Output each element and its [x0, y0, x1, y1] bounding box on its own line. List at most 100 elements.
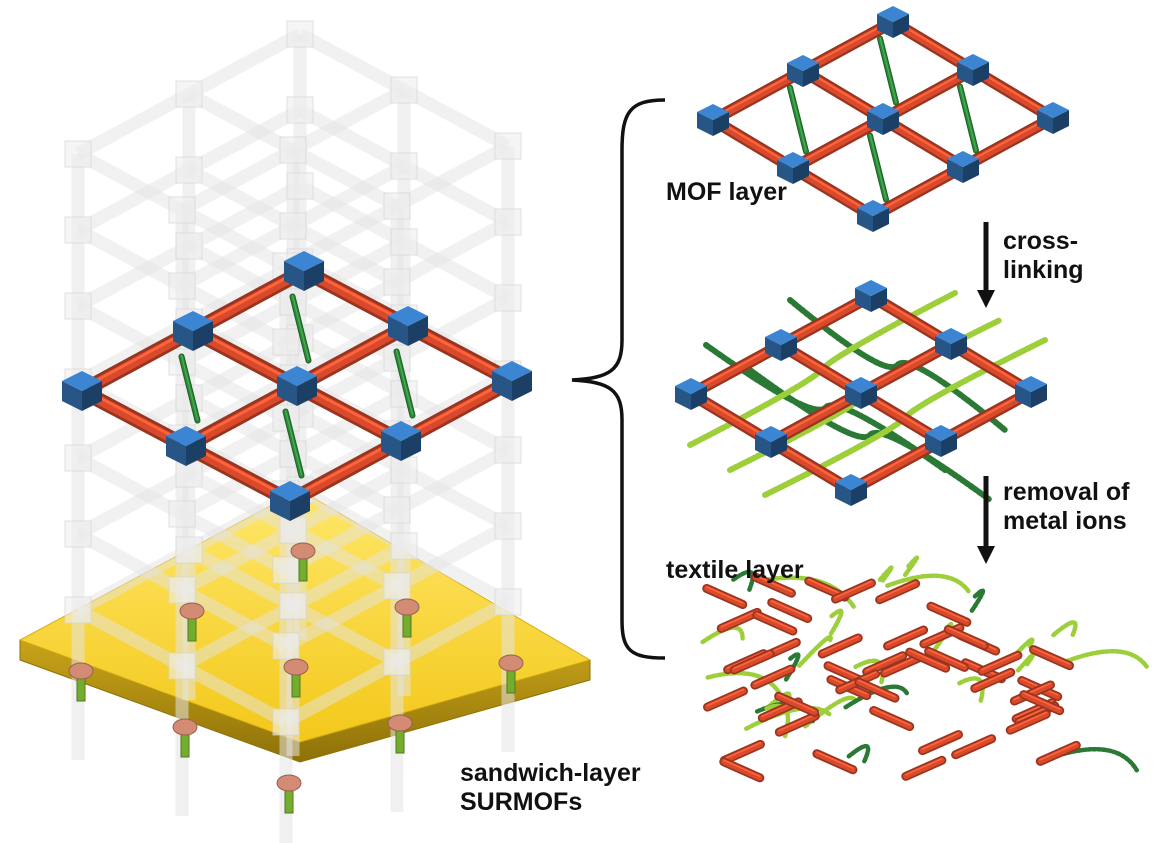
ghost-node [494, 284, 522, 312]
cross-metal-node [675, 378, 707, 410]
ghost-beam [74, 88, 193, 160]
cross-linker [695, 344, 777, 395]
main-pillar-linker [289, 293, 312, 364]
ghost-beam [393, 216, 512, 288]
ghost-node [64, 292, 92, 320]
main-pillar-linker [178, 353, 201, 424]
textile-linker [752, 610, 798, 636]
anchor-cap [276, 774, 302, 792]
main-linker [197, 330, 293, 387]
sandwich-label: sandwich-layer SURMOFs [460, 759, 641, 817]
ghost-node [390, 152, 418, 180]
ghost-beam [185, 88, 297, 156]
mof-metal-node [777, 152, 809, 184]
ghost-beam [74, 240, 193, 312]
mof-metal-node [947, 151, 979, 183]
ghost-node [279, 592, 307, 620]
textile-linker [767, 597, 813, 623]
ghost-beam [178, 204, 290, 272]
ghost-beam [282, 352, 401, 424]
ghost-beam [282, 656, 401, 728]
textile-strand [828, 608, 844, 636]
textile-strand [846, 743, 871, 764]
main-metal-node [270, 481, 310, 521]
ghost-node [175, 232, 203, 260]
textile-strand [731, 569, 755, 593]
main-linker [301, 385, 397, 442]
cross-metal-node [845, 377, 877, 409]
ghost-beam [400, 160, 512, 228]
textile-linker [1005, 709, 1051, 735]
textile-linker [774, 691, 820, 717]
ghost-node [175, 536, 203, 564]
ghost-beam [393, 520, 512, 592]
textile-linker [924, 646, 970, 672]
ghost-beam [393, 368, 512, 440]
ghost-node [383, 192, 411, 220]
ghost-beam [289, 236, 408, 308]
ghost-node [168, 272, 196, 300]
textile-linker [862, 651, 908, 677]
anchor-cap [68, 662, 94, 680]
anchor-cap [172, 718, 198, 736]
main-linker [406, 380, 507, 442]
cross-linker [774, 441, 848, 491]
ghost-node [279, 136, 307, 164]
textile-linker [750, 572, 796, 598]
textile-linker [716, 607, 762, 633]
ghost-node [383, 572, 411, 600]
ghost-node [64, 520, 92, 548]
ghost-beam [178, 372, 297, 444]
ghost-beam [400, 540, 512, 608]
down-arrow-icon [977, 476, 995, 564]
main-linker [198, 270, 299, 332]
removal-line1: removal of [1003, 478, 1130, 506]
ghost-node [390, 532, 418, 560]
cross-linking-line1: cross- [1003, 227, 1079, 255]
ghost-beam [74, 544, 193, 616]
mof-metal-node [877, 6, 909, 38]
mof-linker [796, 167, 870, 217]
ghost-beam [185, 164, 297, 232]
ghost-node [272, 708, 300, 736]
brace-icon [571, 98, 666, 660]
cross-linker [954, 343, 1028, 393]
sandwich-line1: sandwich-layer [460, 759, 641, 787]
anchor-molecules [68, 542, 524, 814]
mof-metal-node [957, 54, 989, 86]
ghost-beam [185, 392, 297, 460]
ghost-node [390, 228, 418, 256]
ghost-beam [289, 524, 401, 592]
ghost-beam [393, 444, 512, 516]
cross-linker [874, 295, 948, 345]
textile-layer-network [700, 555, 1149, 783]
textile-linker [729, 649, 775, 675]
ghost-node [390, 76, 418, 104]
ghost-beam [296, 484, 408, 552]
cross-linker [945, 391, 1027, 442]
textile-strand [843, 684, 910, 710]
ghost-node [168, 196, 196, 224]
ghost-node [175, 460, 203, 488]
textile-linker [875, 579, 921, 605]
removal-line2: metal ions [1003, 507, 1127, 535]
textile-linker [970, 667, 1016, 693]
cross-metal-node [755, 426, 787, 458]
main-metal-node [277, 366, 317, 406]
ghost-beam [74, 604, 186, 672]
ghost-beam [289, 160, 408, 232]
mof-metal-node [867, 103, 899, 135]
ghost-beam [185, 544, 297, 612]
ghost-node [286, 20, 314, 48]
ghost-beam [178, 508, 290, 576]
ghost-beam [289, 600, 401, 668]
cross-linker [864, 392, 938, 442]
mof-metal-node [1037, 102, 1069, 134]
down-arrow-icon [977, 222, 995, 308]
ghost-node [64, 596, 92, 624]
ghost-node [272, 556, 300, 584]
ghost-beam [74, 316, 193, 388]
ghost-beam [296, 332, 408, 400]
ghost-beam [74, 148, 186, 216]
